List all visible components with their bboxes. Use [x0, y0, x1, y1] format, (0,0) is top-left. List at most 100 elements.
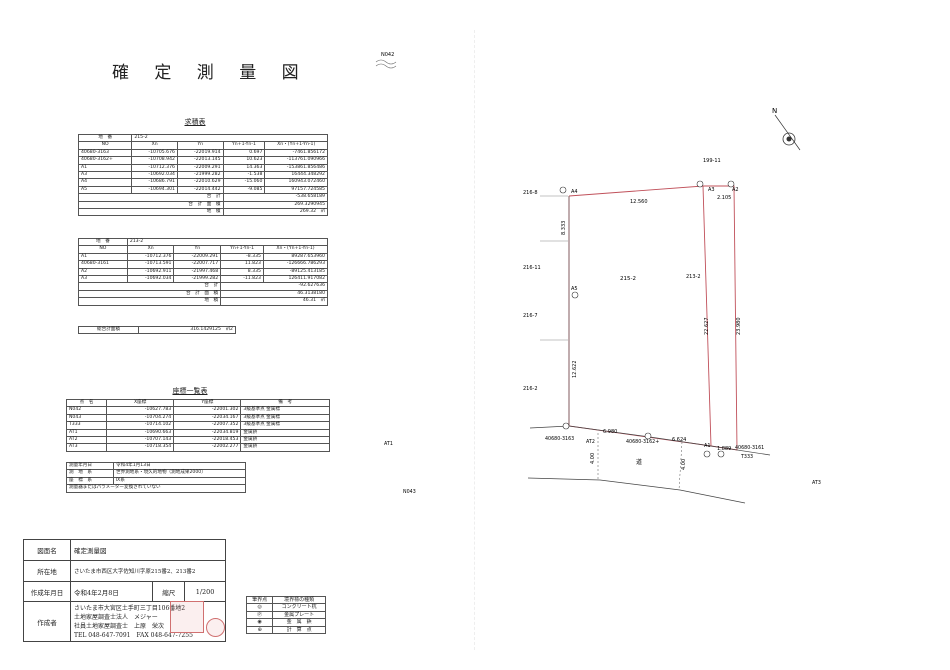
- total-area-table: 総合計面積 316.1429125 ㎡2: [78, 325, 236, 335]
- table-row: 測 地 系世界測地系・現久的地物（測地成果2000）: [66, 469, 246, 478]
- table-row: 測量器またはパラメーター変換されていない: [66, 484, 246, 493]
- metal-plate-icon: [727, 180, 735, 188]
- north-compass-icon: [782, 132, 796, 146]
- area-table-213-2: 地 番 213-2 NO Xn Yn Yn+1-Yn-1 Xn・(Yn+1-Yn…: [77, 237, 329, 306]
- dimension: 12.560: [630, 199, 648, 205]
- north-compass-center: [786, 136, 792, 142]
- marker-label-n042: N042: [381, 52, 394, 58]
- calc-point-icon: [644, 432, 652, 440]
- north-arrow-line: [774, 114, 801, 151]
- title-block: 図面名 確定測量図 所在地 さいたま市西区大字佐知川字原215番2、213番2 …: [23, 539, 226, 642]
- metal-plate-icon: [562, 422, 570, 430]
- col-header: 備 考: [240, 398, 330, 408]
- document-title: 確 定 測 量 図: [112, 63, 309, 83]
- point-label: A1: [704, 443, 711, 449]
- dimension: 6.980: [603, 429, 617, 435]
- concrete-stake-icon: [717, 450, 725, 458]
- sum-label: 合 計: [77, 282, 222, 291]
- metal-plate-icon: Ⓟ: [245, 610, 274, 620]
- legend-header: 境界標の種類: [272, 595, 326, 605]
- dimension: 22.627: [704, 318, 710, 336]
- area-label: 地 積: [77, 297, 222, 306]
- metal-rivet-icon: ◉: [245, 618, 274, 627]
- benchmark-icon: [375, 59, 397, 69]
- neighbour-parcel: 216-2: [523, 386, 538, 392]
- area-value: 269.32: [299, 209, 316, 215]
- col-header: Xn・(Yn+1-Yn-1): [264, 141, 328, 150]
- north-label: N: [772, 107, 777, 115]
- author-company: 土地家屋調査士法人 メジャー: [74, 613, 158, 621]
- dimension: 6.624: [672, 437, 686, 443]
- parcel-label-215-2: 215-2: [620, 276, 636, 282]
- legend-header: 筆界点: [245, 595, 274, 605]
- legend-row: ◎コンクリート杭: [245, 603, 326, 612]
- neighbour-parcel: 216-11: [523, 265, 541, 271]
- neighbour-parcel: 216-7: [523, 313, 538, 319]
- col-header: Xn・(Yn+1-Yn-1): [262, 245, 329, 254]
- point-label: A4: [571, 189, 578, 195]
- neighbour-parcel: 216-8: [523, 190, 538, 196]
- calc-point-icon: ⊕: [245, 625, 274, 635]
- legend-row: ⊕計 算 点: [245, 625, 326, 635]
- point-label: AT2: [586, 439, 595, 445]
- dimension: 2.105: [717, 195, 731, 201]
- parcel-label-213-2: 213-2: [686, 274, 701, 280]
- personal-seal: [206, 618, 225, 637]
- road-width-line: [678, 441, 683, 491]
- table-row: 測量年月日令和4年1月13日: [66, 461, 246, 471]
- point-label: A2: [732, 187, 739, 193]
- company-seal: [170, 601, 204, 633]
- survey-info-table: 測量年月日令和4年1月13日 測 地 系世界測地系・現久的地物（測地成果2000…: [66, 461, 246, 493]
- area-table-215-2: 地 番 215-2 NO Xn Yn Yn+1-Yn-1 Xn・(Yn+1-Yn…: [77, 133, 329, 217]
- point-label: T333: [740, 454, 753, 460]
- col-header: Y座標: [173, 398, 242, 408]
- page-fold: [474, 30, 475, 650]
- total-area-value: 316.1429125 ㎡2: [138, 325, 236, 335]
- sum-value: -92.627636: [220, 282, 328, 291]
- coordinates-table: 点 名 X座標 Y座標 備 考 N042-10627.783-22001.302…: [65, 398, 330, 452]
- col-header: NO: [77, 141, 133, 150]
- point-label: N043: [403, 489, 416, 495]
- dimension: 1.889: [717, 446, 731, 452]
- area-value: 46.31: [302, 298, 316, 304]
- parcel-label: 地 番: [77, 133, 133, 143]
- markers-table-caption: 座標一覧表: [172, 387, 208, 395]
- metal-plate-icon: [703, 450, 711, 458]
- point-label: 40680-3161: [735, 445, 764, 451]
- road-south-edge: [527, 477, 746, 504]
- metal-plate-icon: [559, 186, 567, 194]
- dimension: 8.333: [561, 221, 567, 235]
- point-label: A5: [571, 286, 578, 292]
- metal-plate-icon: [696, 180, 704, 188]
- legend-row: ◉金 属 鋲: [245, 618, 326, 627]
- double-area-label: 合 計 面 積: [77, 289, 222, 299]
- point-label: AT1: [384, 441, 393, 447]
- road-label: 道: [636, 458, 642, 466]
- area-unit: ㎡: [320, 298, 325, 304]
- double-area-value: 46.3138180: [220, 289, 328, 299]
- col-header: Yn+1-Yn-1: [222, 141, 266, 150]
- neighbour-parcel: 199-11: [703, 158, 721, 164]
- dimension: 23.980: [736, 318, 742, 336]
- point-label: 40680-3163: [545, 436, 574, 442]
- author-contact: TEL 048-647-7091 FAX 048-647-7255: [74, 631, 193, 639]
- area-table-caption: 求積表: [184, 118, 206, 126]
- concrete-stake-icon: [571, 291, 579, 299]
